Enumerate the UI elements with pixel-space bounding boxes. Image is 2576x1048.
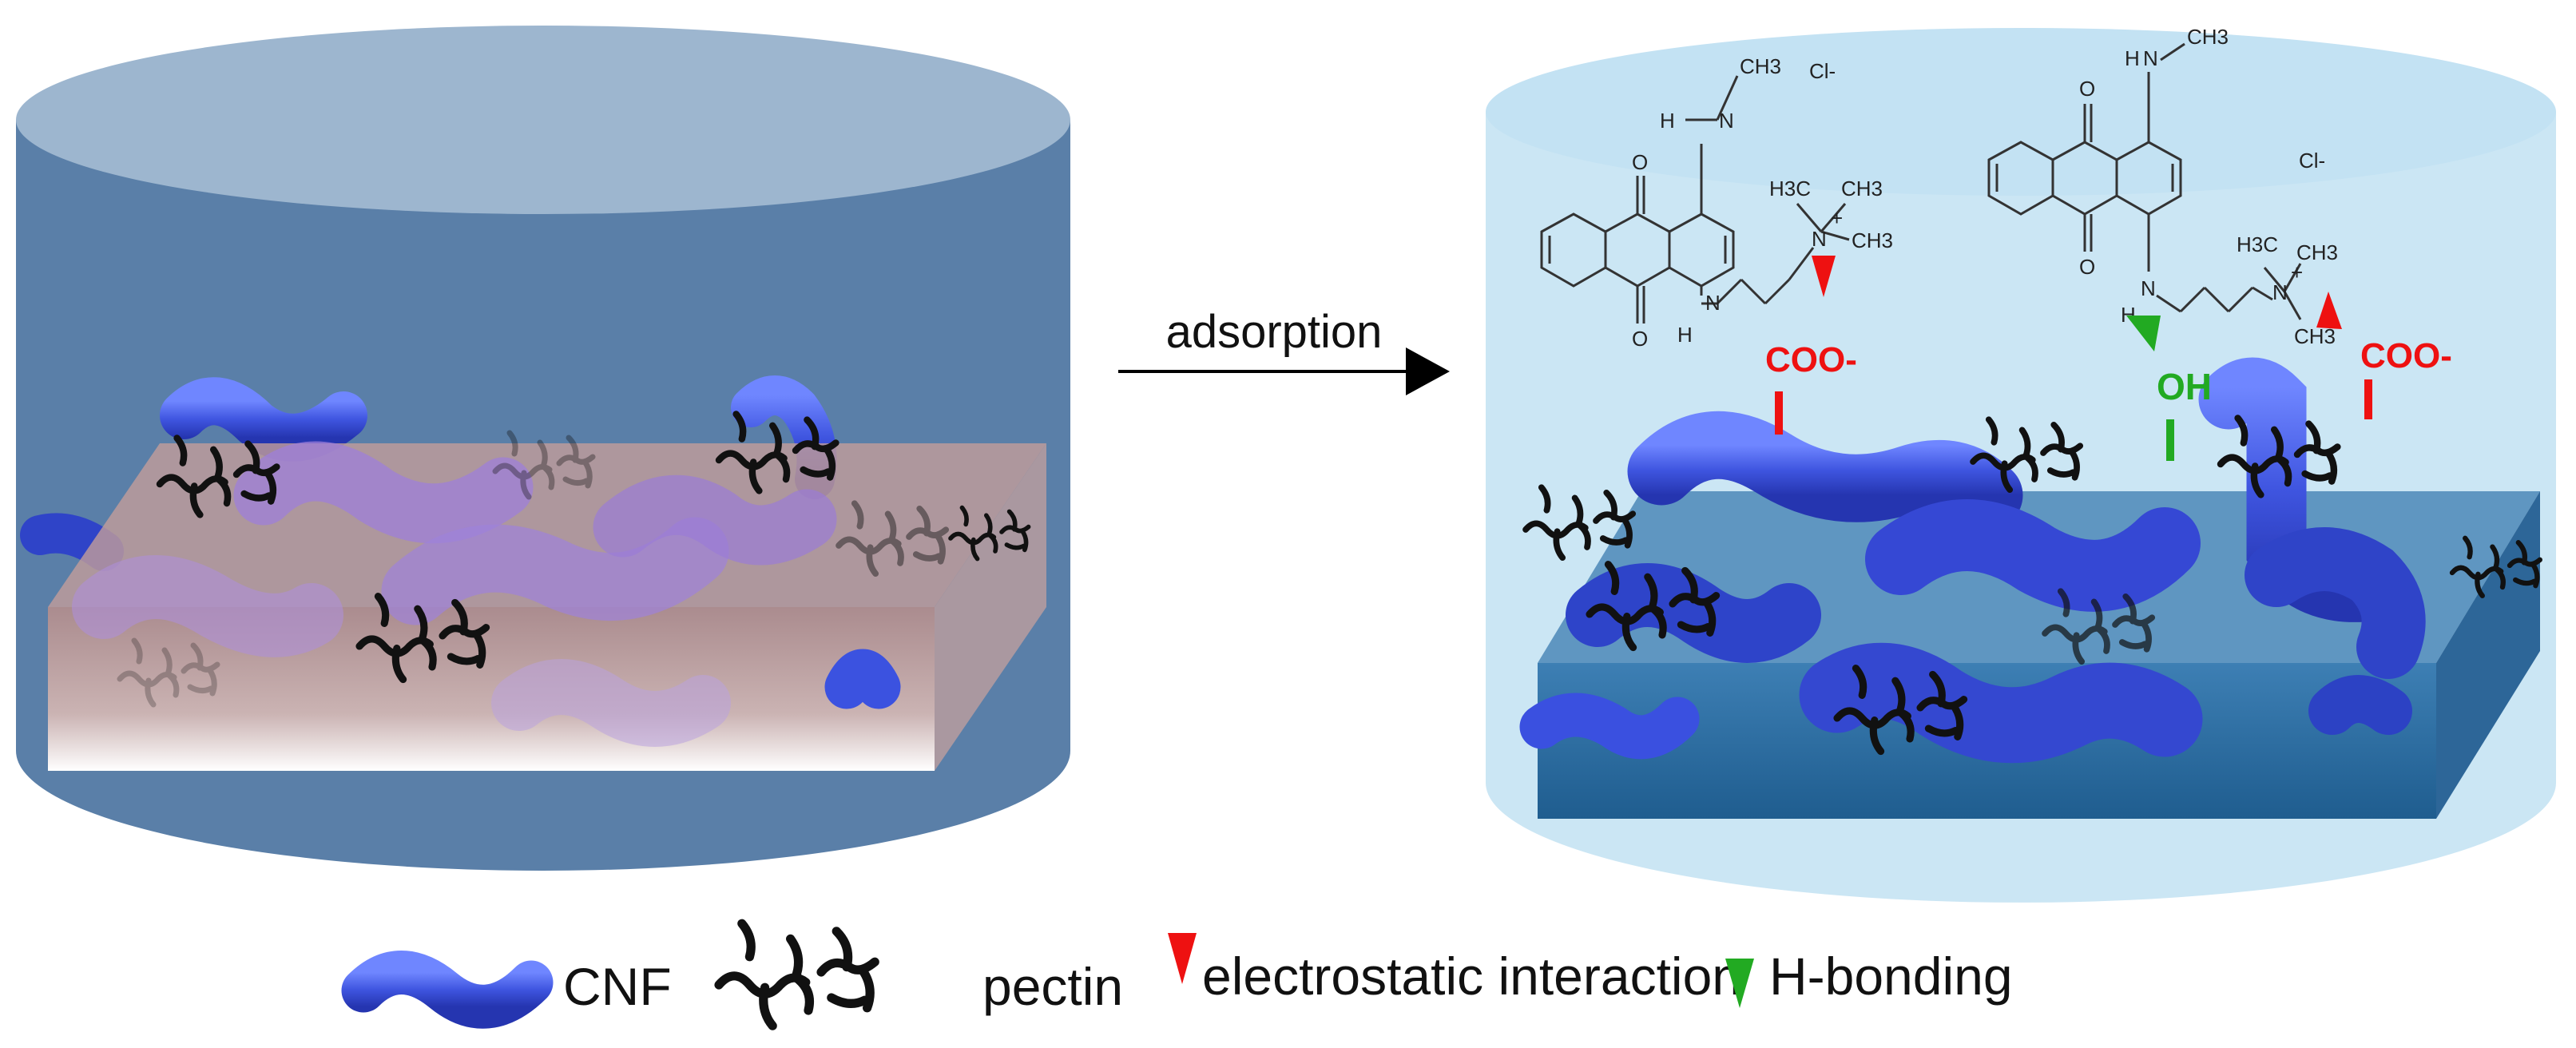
carboxylate-bond-2 xyxy=(2364,379,2372,419)
dye-molecule-left xyxy=(1540,75,1850,324)
right-cylinder-top xyxy=(1486,28,2556,196)
left-slab-front xyxy=(48,607,935,771)
cnf-fiber xyxy=(1627,411,2023,530)
left-slab-side xyxy=(935,443,1046,771)
legend-hbond-label: H-bonding xyxy=(1769,947,2013,1006)
adsorption-label: adsorption xyxy=(1166,306,1383,358)
right-slab-side xyxy=(2436,491,2540,819)
svg-text:CH3: CH3 xyxy=(2294,324,2336,348)
electrostatic-marker xyxy=(1812,256,1836,297)
legend-cnf-label: CNF xyxy=(563,957,672,1016)
svg-text:H3C: H3C xyxy=(1769,177,1811,200)
dye-molecule-right xyxy=(1987,42,2302,320)
svg-text:N: N xyxy=(2141,276,2156,300)
svg-text:CH3: CH3 xyxy=(1852,228,1893,252)
carboxylate-label-2: COO- xyxy=(2360,336,2452,375)
carboxylate-label-1: COO- xyxy=(1765,340,1857,379)
chloride-counterion-1: Cl- xyxy=(1809,59,1836,83)
svg-text:H: H xyxy=(1660,109,1675,133)
chloride-counterion-2: Cl- xyxy=(2299,149,2325,173)
left-container xyxy=(16,26,1070,871)
cnf-fiber xyxy=(160,377,367,462)
cnf-fiber xyxy=(491,659,731,747)
svg-text:O: O xyxy=(2079,255,2095,279)
svg-text:N: N xyxy=(2272,280,2288,304)
legend-cnf-icon xyxy=(341,951,554,1029)
svg-text:N: N xyxy=(1719,109,1734,133)
hydroxyl-bond xyxy=(2166,419,2174,461)
svg-text:N: N xyxy=(1812,227,1827,251)
svg-text:CH3: CH3 xyxy=(1841,177,1883,200)
svg-text:CH3: CH3 xyxy=(2296,240,2338,264)
cnf-fiber xyxy=(1799,642,2203,764)
cnf-fiber xyxy=(1519,693,1700,760)
cnf-fiber xyxy=(593,474,837,566)
cnf-fiber xyxy=(2245,527,2426,679)
svg-text:O: O xyxy=(2079,77,2095,101)
adsorption-arrow: adsorption xyxy=(1118,306,1450,395)
legend: CNF pectin electrostatic interaction H-b… xyxy=(341,923,2013,1029)
dye-molecule-right-atoms: O O H N CH3 N H N + H3C CH3 CH3 xyxy=(2079,25,2338,348)
cnf-fiber xyxy=(381,517,729,625)
cnf-fiber xyxy=(824,649,901,709)
hydroxyl-label: OH xyxy=(2157,366,2212,407)
svg-text:H3C: H3C xyxy=(2237,232,2278,256)
carboxylate-bond-1 xyxy=(1775,391,1783,435)
legend-pectin-icon xyxy=(719,923,875,1026)
legend-hbond-icon xyxy=(1725,959,1754,1008)
svg-text:O: O xyxy=(1632,327,1648,351)
legend-pectin-label: pectin xyxy=(982,957,1123,1016)
cnf-fiber xyxy=(1566,563,1821,663)
svg-text:+: + xyxy=(1831,206,1843,230)
cnf-fiber xyxy=(233,441,534,544)
svg-text:H: H xyxy=(1677,323,1693,347)
cnf-fiber xyxy=(72,555,343,657)
svg-text:O: O xyxy=(1632,150,1648,174)
legend-electrostatic-label: electrostatic interaction xyxy=(1202,947,1741,1006)
svg-text:N: N xyxy=(2143,46,2158,70)
svg-text:N: N xyxy=(1705,291,1721,315)
svg-text:CH3: CH3 xyxy=(1740,54,1781,78)
legend-electrostatic-icon xyxy=(1168,933,1197,984)
svg-text:CH3: CH3 xyxy=(2187,25,2229,49)
svg-text:H: H xyxy=(2125,46,2140,70)
hbond-marker xyxy=(2126,316,2161,351)
cnf-fiber xyxy=(1865,499,2201,612)
cnf-fiber xyxy=(2308,675,2412,735)
electrostatic-marker xyxy=(2316,292,2342,329)
dye-molecule-left-atoms: O O H N CH3 N H N + H3C CH3 CH3 xyxy=(1632,54,1893,351)
right-container: O O H N CH3 N H N + H3C CH3 CH3 Cl- xyxy=(1486,25,2556,903)
svg-text:+: + xyxy=(2291,260,2303,284)
left-cylinder-top xyxy=(16,26,1070,214)
